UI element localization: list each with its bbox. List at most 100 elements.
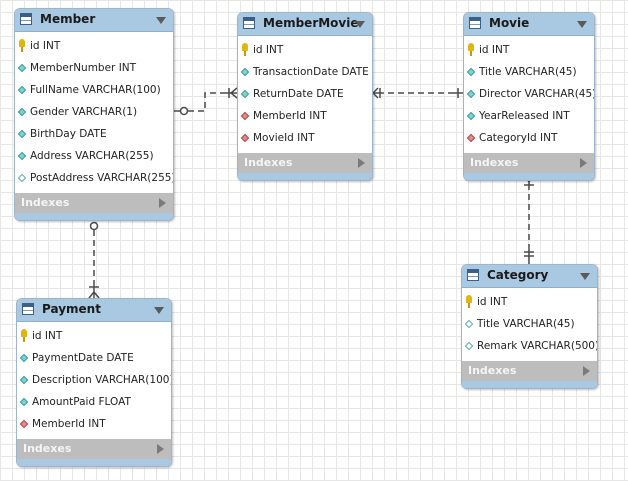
primary-key-icon — [242, 43, 248, 56]
indexes-section[interactable]: Indexes — [462, 361, 597, 381]
indexes-section[interactable]: Indexes — [464, 153, 594, 173]
column-label: PostAddress VARCHAR(255) — [30, 172, 174, 184]
column-list: id INT MemberNumber INT FullName VARCHAR… — [15, 32, 173, 193]
column-row[interactable]: MemberId INT — [238, 105, 372, 127]
column-label: BirthDay DATE — [30, 128, 107, 140]
primary-key-icon — [468, 43, 474, 56]
entity-category-header[interactable]: Category — [462, 265, 597, 288]
column-label: Director VARCHAR(45) — [479, 88, 595, 100]
column-label: id INT — [30, 40, 61, 52]
indexes-label: Indexes — [244, 156, 293, 169]
column-row[interactable]: id INT — [464, 39, 594, 61]
column-row[interactable]: id INT — [17, 325, 171, 347]
relationship-member-membermovie[interactable] — [174, 87, 238, 116]
not-null-diamond-icon — [19, 353, 29, 363]
entity-footer — [462, 381, 597, 388]
column-label: id INT — [479, 44, 510, 56]
indexes-section[interactable]: Indexes — [238, 153, 372, 173]
relationship-membermovie-movie[interactable] — [372, 87, 463, 99]
not-null-diamond-icon — [17, 63, 27, 73]
column-label: Title VARCHAR(45) — [477, 318, 575, 330]
entity-movie[interactable]: Movie id INT Title VARCHAR(45) Director … — [463, 12, 595, 181]
column-row[interactable]: ReturnDate DATE — [238, 83, 372, 105]
entity-member-header[interactable]: Member — [15, 9, 173, 32]
collapse-arrow-icon[interactable] — [580, 273, 590, 280]
column-row[interactable]: YearReleased INT — [464, 105, 594, 127]
column-label: ReturnDate DATE — [253, 88, 344, 100]
expand-arrow-icon[interactable] — [159, 198, 166, 208]
expand-arrow-icon[interactable] — [580, 158, 587, 168]
column-row[interactable]: BirthDay DATE — [15, 123, 173, 145]
column-list: id INT PaymentDate DATE Description VARC… — [17, 322, 171, 439]
foreign-key-diamond-icon — [19, 419, 29, 429]
column-label: PaymentDate DATE — [32, 352, 134, 364]
column-row[interactable]: Description VARCHAR(100) — [17, 369, 171, 391]
collapse-arrow-icon[interactable] — [156, 17, 166, 24]
foreign-key-diamond-icon — [240, 133, 250, 143]
entity-membermovie-header[interactable]: MemberMovie — [238, 13, 372, 36]
column-row[interactable]: id INT — [15, 35, 173, 57]
column-row[interactable]: FullName VARCHAR(100) — [15, 79, 173, 101]
column-row[interactable]: Address VARCHAR(255) — [15, 145, 173, 167]
column-row[interactable]: id INT — [462, 291, 597, 313]
indexes-section[interactable]: Indexes — [17, 439, 171, 459]
column-list: id INT Title VARCHAR(45) Remark VARCHAR(… — [462, 288, 597, 361]
column-label: MemberId INT — [253, 110, 327, 122]
expand-arrow-icon[interactable] — [157, 444, 164, 454]
foreign-key-diamond-icon — [240, 111, 250, 121]
column-row[interactable]: Title VARCHAR(45) — [462, 313, 597, 335]
column-row[interactable]: TransactionDate DATE — [238, 61, 372, 83]
indexes-label: Indexes — [21, 196, 70, 209]
relationship-movie-category[interactable] — [523, 174, 535, 264]
nullable-diamond-icon — [464, 319, 474, 329]
entity-membermovie[interactable]: MemberMovie id INT TransactionDate DATE … — [237, 12, 373, 181]
collapse-arrow-icon[interactable] — [577, 21, 587, 28]
not-null-diamond-icon — [17, 85, 27, 95]
table-icon — [467, 269, 479, 281]
entity-member[interactable]: Member id INT MemberNumber INT FullName … — [14, 8, 174, 221]
expand-arrow-icon[interactable] — [583, 366, 590, 376]
entity-payment-header[interactable]: Payment — [17, 299, 171, 322]
not-null-diamond-icon — [466, 67, 476, 77]
indexes-section[interactable]: Indexes — [15, 193, 173, 213]
column-label: CategoryId INT — [479, 132, 558, 144]
entity-movie-header[interactable]: Movie — [464, 13, 594, 36]
column-row[interactable]: Remark VARCHAR(500) — [462, 335, 597, 357]
not-null-diamond-icon — [240, 67, 250, 77]
not-null-diamond-icon — [17, 151, 27, 161]
table-icon — [22, 303, 34, 315]
not-null-diamond-icon — [19, 397, 29, 407]
column-row[interactable]: CategoryId INT — [464, 127, 594, 149]
column-label: Address VARCHAR(255) — [30, 150, 154, 162]
column-row[interactable]: PostAddress VARCHAR(255) — [15, 167, 173, 189]
column-row[interactable]: Title VARCHAR(45) — [464, 61, 594, 83]
column-row[interactable]: AmountPaid FLOAT — [17, 391, 171, 413]
column-row[interactable]: Director VARCHAR(45) — [464, 83, 594, 105]
column-row[interactable]: MemberNumber INT — [15, 57, 173, 79]
column-row[interactable]: Gender VARCHAR(1) — [15, 101, 173, 123]
entity-footer — [464, 173, 594, 180]
entity-title: Member — [40, 12, 96, 26]
column-label: id INT — [32, 330, 63, 342]
not-null-diamond-icon — [19, 375, 29, 385]
entity-payment[interactable]: Payment id INT PaymentDate DATE Descript… — [16, 298, 172, 467]
column-row[interactable]: id INT — [238, 39, 372, 61]
entity-title: Payment — [42, 302, 101, 316]
column-row[interactable]: MovieId INT — [238, 127, 372, 149]
entity-category[interactable]: Category id INT Title VARCHAR(45) Remark… — [461, 264, 598, 389]
collapse-arrow-icon[interactable] — [154, 307, 164, 314]
entity-footer — [238, 173, 372, 180]
collapse-arrow-icon[interactable] — [355, 21, 365, 28]
primary-key-icon — [19, 39, 25, 52]
column-label: FullName VARCHAR(100) — [30, 84, 161, 96]
relationship-member-payment[interactable] — [88, 214, 100, 299]
entity-title: Movie — [489, 16, 530, 30]
column-label: MemberNumber INT — [30, 62, 137, 74]
column-label: YearReleased INT — [479, 110, 570, 122]
expand-arrow-icon[interactable] — [358, 158, 365, 168]
column-list: id INT TransactionDate DATE ReturnDate D… — [238, 36, 372, 153]
column-row[interactable]: MemberId INT — [17, 413, 171, 435]
column-row[interactable]: PaymentDate DATE — [17, 347, 171, 369]
indexes-label: Indexes — [23, 442, 72, 455]
column-label: Gender VARCHAR(1) — [30, 106, 138, 118]
